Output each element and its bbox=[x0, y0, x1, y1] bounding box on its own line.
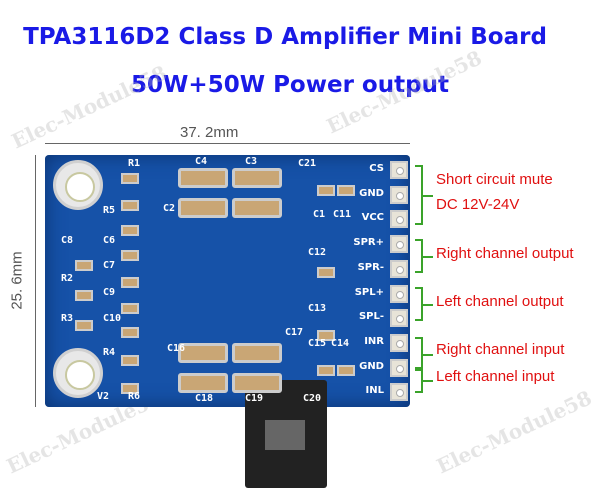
capacitor bbox=[178, 373, 228, 393]
header-pin bbox=[390, 333, 408, 352]
pin-label: SPL+ bbox=[354, 286, 384, 298]
smd-component bbox=[121, 250, 139, 261]
header-pin bbox=[390, 259, 408, 278]
width-dimension-line bbox=[45, 143, 410, 144]
bracket bbox=[415, 165, 433, 225]
bracket bbox=[415, 287, 433, 321]
watermark: Elec-Module58 bbox=[432, 385, 596, 479]
header-pin bbox=[390, 309, 408, 328]
annotation-right-output: Right channel output bbox=[436, 245, 574, 262]
component-label: C11 bbox=[333, 209, 352, 220]
component-label: R2 bbox=[61, 273, 74, 284]
pin-label: SPL- bbox=[358, 311, 384, 323]
component-label: R5 bbox=[103, 205, 116, 216]
smd-component bbox=[337, 365, 355, 376]
pin-label: INL bbox=[365, 385, 384, 397]
component-label: C18 bbox=[195, 393, 214, 404]
header-pin bbox=[390, 284, 408, 303]
component-label: C4 bbox=[195, 156, 208, 167]
component-label: C21 bbox=[298, 158, 317, 169]
capacitor bbox=[178, 168, 228, 188]
height-dimension-line bbox=[35, 155, 36, 407]
smd-component bbox=[75, 290, 93, 301]
component-label: C14 bbox=[331, 338, 350, 349]
component-label: R3 bbox=[61, 313, 74, 324]
header-pin bbox=[390, 358, 408, 377]
header-pin bbox=[390, 383, 408, 402]
smd-component bbox=[75, 320, 93, 331]
bracket bbox=[415, 239, 433, 273]
component-label: R1 bbox=[128, 158, 141, 169]
smd-component bbox=[337, 185, 355, 196]
component-label: C1 bbox=[313, 209, 326, 220]
component-label: C19 bbox=[245, 393, 264, 404]
bracket bbox=[415, 337, 433, 371]
smd-component bbox=[317, 267, 335, 278]
pin-label: CS bbox=[369, 163, 384, 174]
component-label: C7 bbox=[103, 260, 116, 271]
capacitor bbox=[232, 373, 282, 393]
pin-label: SPR+ bbox=[353, 237, 384, 249]
smd-component bbox=[317, 185, 335, 196]
header-pin bbox=[390, 235, 408, 254]
smd-component bbox=[121, 173, 139, 184]
component-label: C9 bbox=[103, 287, 116, 298]
pin-label: VCC bbox=[361, 212, 384, 224]
page-title: TPA3116D2 Class D Amplifier Mini Board bbox=[23, 24, 547, 50]
header-pin bbox=[390, 210, 408, 229]
header-pin bbox=[390, 185, 408, 204]
width-dimension: 37. 2mm bbox=[180, 124, 239, 141]
header-pin bbox=[390, 161, 408, 179]
component-label: C6 bbox=[103, 235, 116, 246]
smd-component bbox=[121, 383, 139, 394]
smd-component bbox=[121, 327, 139, 338]
pin-label: GND bbox=[359, 360, 384, 372]
component-label: R4 bbox=[103, 347, 116, 358]
component-label: C15 bbox=[308, 338, 327, 349]
smd-component bbox=[121, 303, 139, 314]
smd-component bbox=[121, 200, 139, 211]
component-label: C2 bbox=[163, 203, 176, 214]
component-label: C16 bbox=[167, 343, 186, 354]
capacitor bbox=[232, 198, 282, 218]
subtitle: 50W+50W Power output bbox=[131, 72, 449, 98]
capacitor bbox=[232, 343, 282, 363]
annotation-mute: Short circuit mute bbox=[436, 171, 553, 188]
component-label: R6 bbox=[128, 391, 141, 402]
smd-component bbox=[121, 355, 139, 366]
component-label: C8 bbox=[61, 235, 74, 246]
component-label: C13 bbox=[308, 303, 327, 314]
capacitor bbox=[232, 168, 282, 188]
mounting-hole bbox=[53, 160, 103, 210]
component-label: C10 bbox=[103, 313, 122, 324]
component-label: V2 bbox=[97, 391, 110, 402]
smd-component bbox=[317, 330, 335, 341]
annotation-power: DC 12V-24V bbox=[436, 196, 520, 213]
pin-label: SPR- bbox=[357, 261, 384, 273]
annotation-left-input: Left channel input bbox=[436, 368, 555, 385]
smd-component bbox=[75, 260, 93, 271]
capacitor bbox=[178, 198, 228, 218]
mounting-hole bbox=[53, 348, 103, 398]
component-label: C12 bbox=[308, 247, 327, 258]
annotation-right-input: Right channel input bbox=[436, 341, 565, 358]
annotation-left-output: Left channel output bbox=[436, 293, 564, 310]
component-label: C3 bbox=[245, 156, 258, 167]
height-dimension: 25. 6mm bbox=[8, 251, 26, 310]
smd-component bbox=[121, 225, 139, 236]
capacitor bbox=[178, 343, 228, 363]
smd-component bbox=[317, 365, 335, 376]
bracket bbox=[415, 367, 433, 393]
pin-label: GND bbox=[359, 187, 384, 199]
pin-label: INR bbox=[364, 335, 384, 347]
component-label: C17 bbox=[285, 327, 304, 338]
component-label: C20 bbox=[303, 393, 322, 404]
smd-component bbox=[121, 277, 139, 288]
